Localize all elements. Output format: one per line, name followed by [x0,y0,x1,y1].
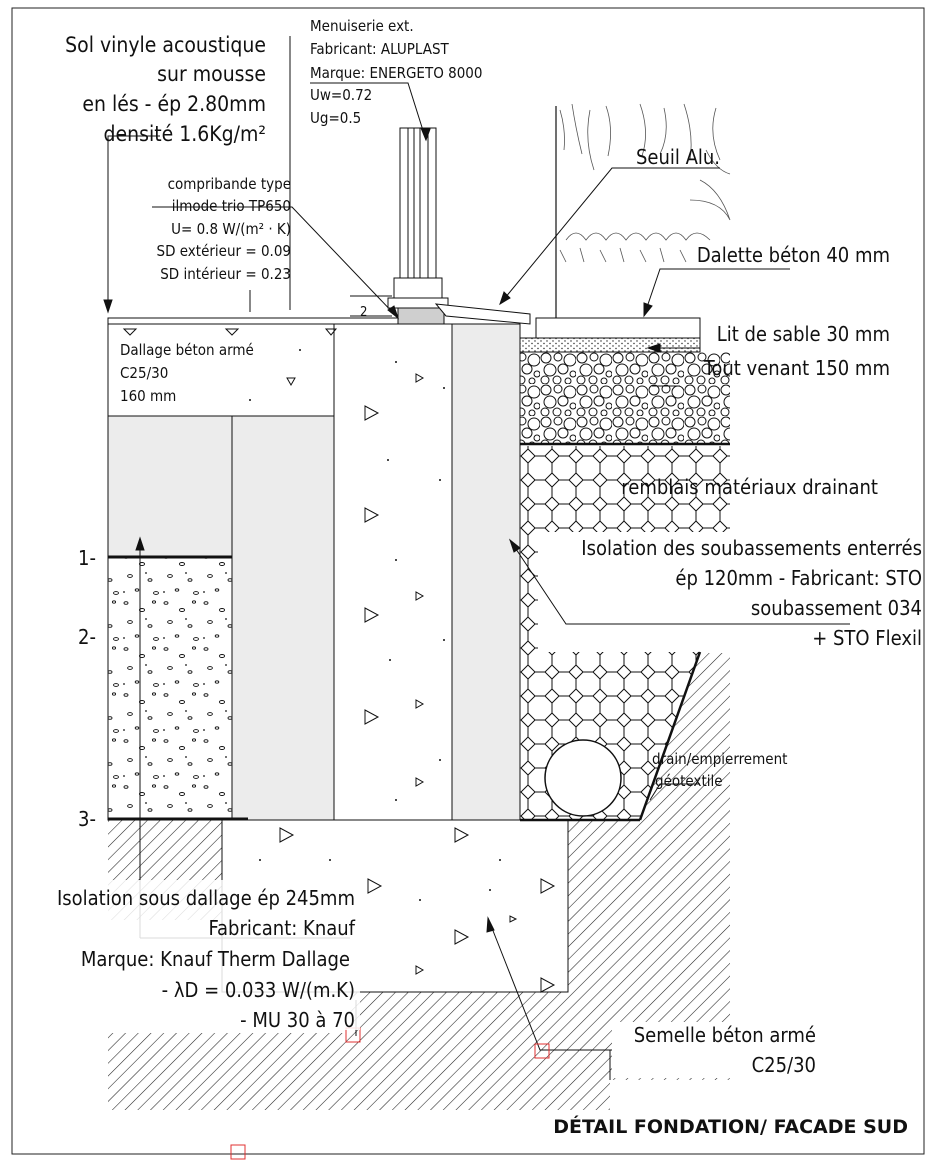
excavation-edge [638,651,702,821]
concrete-markers [279,373,556,993]
slab-insulation-label: Isolation sous dallage ép 245mm Fabrican… [20,880,360,1032]
svg-text:1-: 1- [78,546,96,570]
svg-text:Sol vinyle acoustique: Sol vinyle acoustique [65,33,266,57]
insulation-wall-inner [231,415,335,821]
svg-text:Fabricant: Knauf: Fabricant: Knauf [209,916,356,940]
basement-insulation-label: Isolation des soubassements enterrés ép … [581,536,922,650]
svg-text:Menuiserie ext.: Menuiserie ext. [310,17,414,35]
svg-text:- λD = 0.033 W/(m.K): - λD = 0.033 W/(m.K) [162,978,355,1002]
svg-text:géotextile: géotextile [655,772,723,790]
concrete-wall [333,323,453,821]
marker-red-2 [534,1043,550,1059]
svg-text:Uw=0.72: Uw=0.72 [310,86,372,104]
svg-text:Isolation des soubassements en: Isolation des soubassements enterrés [581,536,922,560]
svg-text:- MU 30 à 70: - MU 30 à 70 [240,1008,355,1032]
backfill-upper [520,446,730,532]
insulation-upper [107,415,233,559]
dimension-label: 2 [360,305,367,320]
svg-text:+ STO Flexil: + STO Flexil [812,626,922,650]
gravel-layer [520,352,730,444]
backfill-strip [520,532,538,652]
drain-label: drain/empierrement géotextile [652,750,787,790]
svg-text:Ug=0.5: Ug=0.5 [310,109,361,127]
facade-sketch [555,103,731,318]
svg-text:densité 1.6Kg/m²: densité 1.6Kg/m² [104,122,266,146]
svg-text:C25/30: C25/30 [120,364,168,382]
svg-text:sur mousse: sur mousse [157,62,266,86]
threshold-label: Seuil Alu. [636,145,720,169]
svg-text:ép 120mm - Fabricant: STO: ép 120mm - Fabricant: STO [675,566,922,590]
insulation-wall-outer [451,323,521,821]
svg-text:160 mm: 160 mm [120,387,176,405]
svg-text:Marque: ENERGETO 8000: Marque: ENERGETO 8000 [310,64,482,82]
svg-text:SD intérieur = 0.23: SD intérieur = 0.23 [160,265,291,283]
svg-text:Fabricant: ALUPLAST: Fabricant: ALUPLAST [310,40,450,58]
window-frame [387,127,449,325]
level-labels: 1- 2- 3- [78,546,96,831]
svg-text:C25/30: C25/30 [752,1053,816,1077]
floor-finish [107,317,399,325]
page-title: DÉTAIL FONDATION/ FACADE SUD [553,1115,908,1138]
backfill-label: remblais matériaux drainant [621,475,878,499]
exterior-slab [535,317,701,339]
svg-text:2-: 2- [78,625,96,649]
footing-label: Semelle béton armé C25/30 [612,1022,824,1078]
concrete-dots [249,349,501,961]
svg-text:Isolation sous dallage ép 245m: Isolation sous dallage ép 245mm [57,886,355,910]
svg-text:SD extérieur = 0.09: SD extérieur = 0.09 [157,242,291,260]
svg-text:en lés - ép 2.80mm: en lés - ép 2.80mm [82,92,266,116]
drain-pipe [544,739,622,817]
slab-top-markers [122,328,338,336]
threshold-profile [434,303,531,325]
svg-text:drain/empierrement: drain/empierrement [652,750,787,768]
marker-red-3 [230,1144,246,1160]
exterior-slab-label: Dalette béton 40 mm [697,243,890,267]
svg-text:Marque: Knauf Therm Dallage: Marque: Knauf Therm Dallage [81,947,350,971]
svg-text:soubassement 034: soubassement 034 [751,596,922,620]
compriband-label: compribande type ilmode trio TP650 U= 0.… [157,175,291,283]
window-label: Menuiserie ext. Fabricant: ALUPLAST Marq… [310,17,482,127]
svg-text:3-: 3- [78,807,96,831]
gravel-label: Tout venant 150 mm [703,356,890,380]
drawing-frame [11,7,925,1155]
floor-finish-label: Sol vinyle acoustique sur mousse en lés … [65,33,266,146]
sand-bed [519,337,701,353]
svg-text:ilmode trio TP650: ilmode trio TP650 [172,197,291,215]
slab-insulation-block [107,557,233,821]
ground-hatch [108,653,730,1110]
sand-label: Lit de sable 30 mm [717,322,890,346]
slab-label: Dallage béton armé C25/30 160 mm [120,341,254,405]
svg-text:U= 0.8 W/(m² · K): U= 0.8 W/(m² · K) [171,220,291,238]
svg-text:Semelle béton armé: Semelle béton armé [634,1023,816,1047]
svg-text:compribande type: compribande type [168,175,291,193]
floor-slab [107,323,335,417]
svg-text:Dallage béton armé: Dallage béton armé [120,341,254,359]
